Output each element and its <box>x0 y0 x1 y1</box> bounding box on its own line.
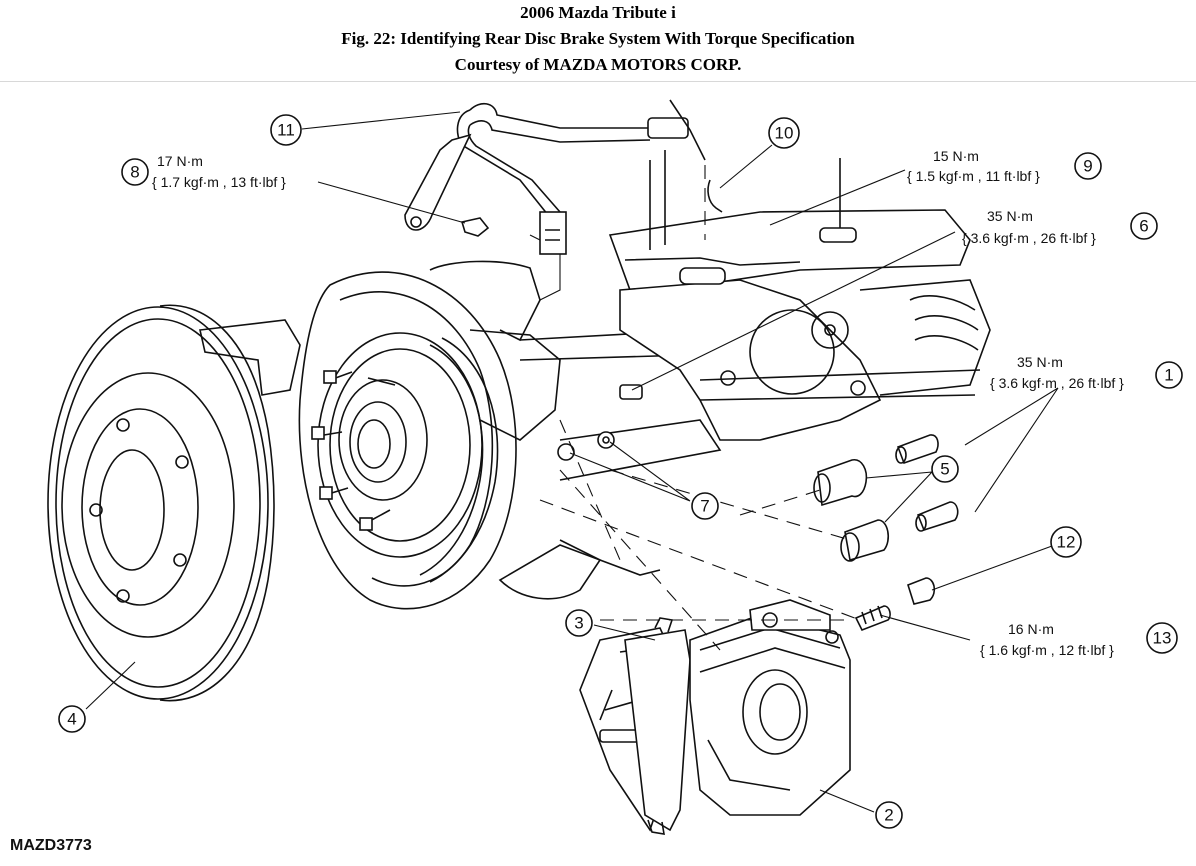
brake-pads-drawing <box>579 617 691 835</box>
callout-5: 5 <box>931 455 959 483</box>
callout-2: 2 <box>875 801 903 829</box>
figure-caption: Fig. 22: Identifying Rear Disc Brake Sys… <box>341 29 855 48</box>
svg-text:10: 10 <box>775 124 794 143</box>
svg-text:{ 3.6 kgf·m , 26 ft·lbf }: { 3.6 kgf·m , 26 ft·lbf } <box>990 375 1124 391</box>
callout-7: 7 <box>691 492 719 520</box>
bleeder-screw-drawing <box>854 577 936 632</box>
svg-text:15 N·m: 15 N·m <box>933 148 979 164</box>
callout-6: 6 <box>1130 212 1158 240</box>
brake-rotor-drawing <box>47 304 275 702</box>
torque-spec-1: 35 N·m { 3.6 kgf·m , 26 ft·lbf } <box>990 354 1124 391</box>
callout-8: 8 <box>121 158 149 186</box>
figure-code: MAZD3773 <box>10 837 92 854</box>
svg-text:2: 2 <box>884 806 893 825</box>
leader-lines <box>85 111 1059 813</box>
assembly-guide-lines <box>539 419 861 651</box>
svg-text:1: 1 <box>1164 366 1173 385</box>
torque-spec-13: 16 N·m { 1.6 kgf·m , 12 ft·lbf } <box>980 621 1114 658</box>
svg-text:3: 3 <box>574 614 583 633</box>
knuckle-bolts-drawing <box>557 384 643 461</box>
callout-4: 4 <box>58 705 86 733</box>
brake-exploded-diagram: 1 2 3 4 5 6 7 8 9 10 11 12 <box>10 99 1183 854</box>
slide-pins-drawing <box>813 434 959 562</box>
svg-text:5: 5 <box>940 460 949 479</box>
svg-text:6: 6 <box>1139 217 1148 236</box>
svg-text:13: 13 <box>1153 629 1172 648</box>
svg-text:17 N·m: 17 N·m <box>157 153 203 169</box>
figure-header: 2006 Mazda Tribute i Fig. 22: Identifyin… <box>0 0 1196 82</box>
callout-9: 9 <box>1074 152 1102 180</box>
torque-spec-9: 15 N·m { 1.5 kgf·m , 11 ft·lbf } <box>907 148 1040 184</box>
svg-text:{ 1.7 kgf·m , 13 ft·lbf }: { 1.7 kgf·m , 13 ft·lbf } <box>152 174 286 190</box>
svg-text:12: 12 <box>1057 533 1076 552</box>
callout-3: 3 <box>565 609 593 637</box>
callout-13: 13 <box>1146 622 1178 654</box>
document-title: 2006 Mazda Tribute i <box>520 3 676 22</box>
header-divider <box>0 81 1196 82</box>
torque-spec-6: 35 N·m { 3.6 kgf·m , 26 ft·lbf } <box>962 208 1096 246</box>
svg-text:35 N·m: 35 N·m <box>1017 354 1063 370</box>
svg-text:{ 1.5 kgf·m , 11 ft·lbf }: { 1.5 kgf·m , 11 ft·lbf } <box>907 168 1040 184</box>
svg-text:{ 1.6 kgf·m , 12 ft·lbf }: { 1.6 kgf·m , 12 ft·lbf } <box>980 642 1114 658</box>
brake-hose-drawing <box>404 102 689 255</box>
callout-1: 1 <box>1155 361 1183 389</box>
dust-shield-hub-drawing <box>298 271 517 610</box>
svg-text:9: 9 <box>1083 157 1092 176</box>
retaining-clip-drawing <box>669 99 723 240</box>
caliper-drawing <box>689 599 851 816</box>
svg-text:{ 3.6 kgf·m , 26 ft·lbf }: { 3.6 kgf·m , 26 ft·lbf } <box>962 230 1096 246</box>
svg-text:8: 8 <box>130 163 139 182</box>
svg-text:11: 11 <box>277 121 295 140</box>
crossmember-drawing <box>608 150 991 441</box>
svg-text:16 N·m: 16 N·m <box>1008 621 1054 637</box>
callout-12: 12 <box>1050 526 1082 558</box>
torque-spec-8: 17 N·m { 1.7 kgf·m , 13 ft·lbf } <box>152 153 286 190</box>
svg-text:4: 4 <box>67 710 76 729</box>
svg-text:7: 7 <box>700 497 709 516</box>
svg-text:35 N·m: 35 N·m <box>987 208 1033 224</box>
callout-10: 10 <box>768 117 800 149</box>
callout-11: 11 <box>270 114 302 146</box>
courtesy-line: Courtesy of MAZDA MOTORS CORP. <box>454 55 742 74</box>
